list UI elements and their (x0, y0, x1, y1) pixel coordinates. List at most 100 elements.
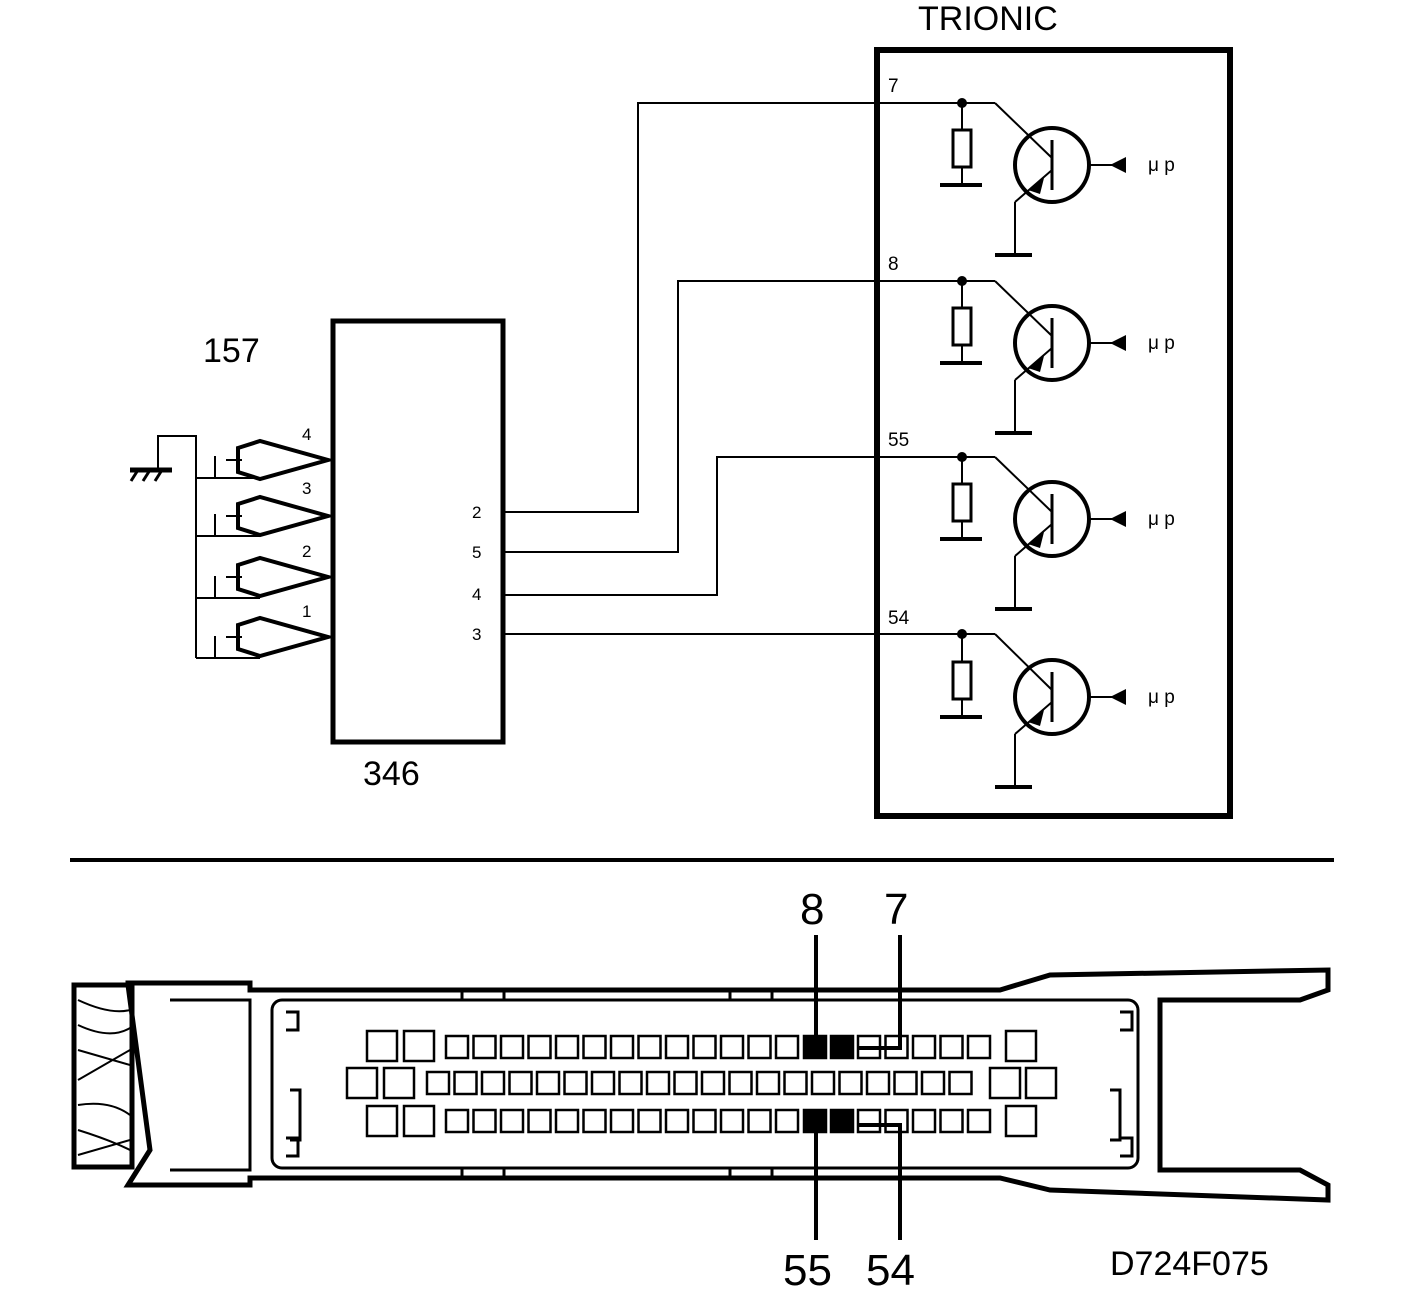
connector-pin (920, 1070, 946, 1096)
connector-pin (700, 1070, 726, 1096)
connector-pin (480, 1070, 506, 1096)
connector-pin (444, 1108, 470, 1134)
callout-top: 8 (800, 885, 824, 934)
resistor-icon (951, 306, 973, 347)
processor-label: μ p (1148, 687, 1175, 708)
connector-pin-highlighted (829, 1108, 855, 1134)
resistor-icon (951, 660, 973, 701)
processor-label: μ p (1148, 333, 1175, 354)
connector-pin (1024, 1066, 1058, 1100)
connector-pin-field (345, 1029, 1058, 1138)
spark-plug-icon (196, 615, 336, 659)
transistor-icon (994, 633, 1126, 789)
ignition-module-label: 346 (363, 755, 420, 793)
connector-pin (1004, 1029, 1038, 1063)
plug-number: 1 (302, 602, 311, 621)
spark-plug-icon (196, 494, 336, 538)
resistor-icon (951, 128, 973, 169)
ecu-box (874, 47, 1233, 819)
connector-pin (774, 1034, 800, 1060)
spark-plugs-label: 157 (203, 332, 260, 370)
leader-54 (858, 1123, 902, 1240)
module-pin: 3 (472, 625, 481, 644)
connector-pin (692, 1108, 717, 1134)
plug-number: 4 (302, 425, 311, 444)
connector-pin (554, 1108, 580, 1134)
connector-pin (645, 1070, 671, 1096)
connector-pin (747, 1034, 772, 1060)
spark-plug-icon (196, 555, 336, 599)
ecu-pin-label: 55 (888, 430, 909, 451)
connector-pin (719, 1034, 745, 1060)
connector-pin-highlighted (829, 1034, 855, 1060)
connector-pin (774, 1108, 800, 1134)
connector-pin (988, 1066, 1022, 1100)
connector-pin (402, 1104, 436, 1138)
connector-pin (425, 1070, 451, 1096)
connector-pin (499, 1034, 525, 1060)
connector-pin (444, 1034, 470, 1060)
connector-pin (527, 1108, 552, 1134)
connector-pin (856, 1108, 882, 1134)
driver-stage: μ p (877, 276, 1175, 435)
plug-number: 3 (302, 479, 311, 498)
module-to-ecu-wires (505, 102, 877, 635)
connector-pin (747, 1108, 772, 1134)
connector-pin (865, 1070, 891, 1096)
connector-pin (911, 1108, 937, 1134)
plug-number: 2 (302, 542, 311, 561)
connector-pin (810, 1070, 836, 1096)
connector-pin (609, 1108, 635, 1134)
connector-pin (527, 1034, 552, 1060)
connector-pin (345, 1066, 379, 1100)
module-pin: 4 (472, 585, 481, 604)
wire-pin5-to-8 (505, 280, 877, 553)
connector-pin (966, 1108, 992, 1134)
connector-pin (911, 1034, 937, 1060)
transistor-icon (994, 456, 1126, 611)
figure-code: D724F075 (1110, 1245, 1269, 1283)
connector-pin (535, 1070, 561, 1096)
resistor-icon (951, 482, 973, 523)
ground-icon (129, 435, 197, 658)
processor-label: μ p (1148, 509, 1175, 530)
ignition-module-box (330, 318, 506, 745)
connector-pin (939, 1034, 964, 1060)
connector-pin (618, 1070, 643, 1096)
callout-bottom: 55 (783, 1246, 832, 1294)
connector-pin (582, 1034, 607, 1060)
connector-pin (838, 1070, 863, 1096)
connector-pin (893, 1070, 918, 1096)
connector-pin-highlighted (802, 1108, 828, 1134)
connector-pin (692, 1034, 717, 1060)
connector-pin (472, 1108, 497, 1134)
connector-pin (563, 1070, 588, 1096)
driver-stage: μ p (877, 98, 1175, 257)
connector-pin (590, 1070, 616, 1096)
connector-pin (453, 1070, 478, 1096)
connector-pin (664, 1034, 690, 1060)
callout-bottom: 54 (866, 1246, 915, 1294)
module-pin: 2 (472, 503, 481, 522)
connector-pin (402, 1029, 436, 1063)
connector-pin (1004, 1104, 1038, 1138)
driver-stage: μ p (877, 629, 1175, 789)
connector-pin (508, 1070, 533, 1096)
connector-pin (939, 1108, 964, 1134)
transistor-icon (994, 102, 1126, 257)
ecu-pin-label: 8 (888, 254, 899, 275)
connector-pin (966, 1034, 992, 1060)
connector-pin (554, 1034, 580, 1060)
ecu-connector (71, 967, 1331, 1203)
connector-pin (637, 1034, 662, 1060)
connector-pin (948, 1070, 973, 1096)
wire-pin4-to-55 (505, 456, 877, 596)
connector-pin (664, 1108, 690, 1134)
connector-pin (609, 1034, 635, 1060)
connector-pin (783, 1070, 808, 1096)
connector-pin (728, 1070, 753, 1096)
leader-7 (858, 935, 902, 1050)
connector-pin (499, 1108, 525, 1134)
callout-top: 7 (884, 885, 908, 934)
